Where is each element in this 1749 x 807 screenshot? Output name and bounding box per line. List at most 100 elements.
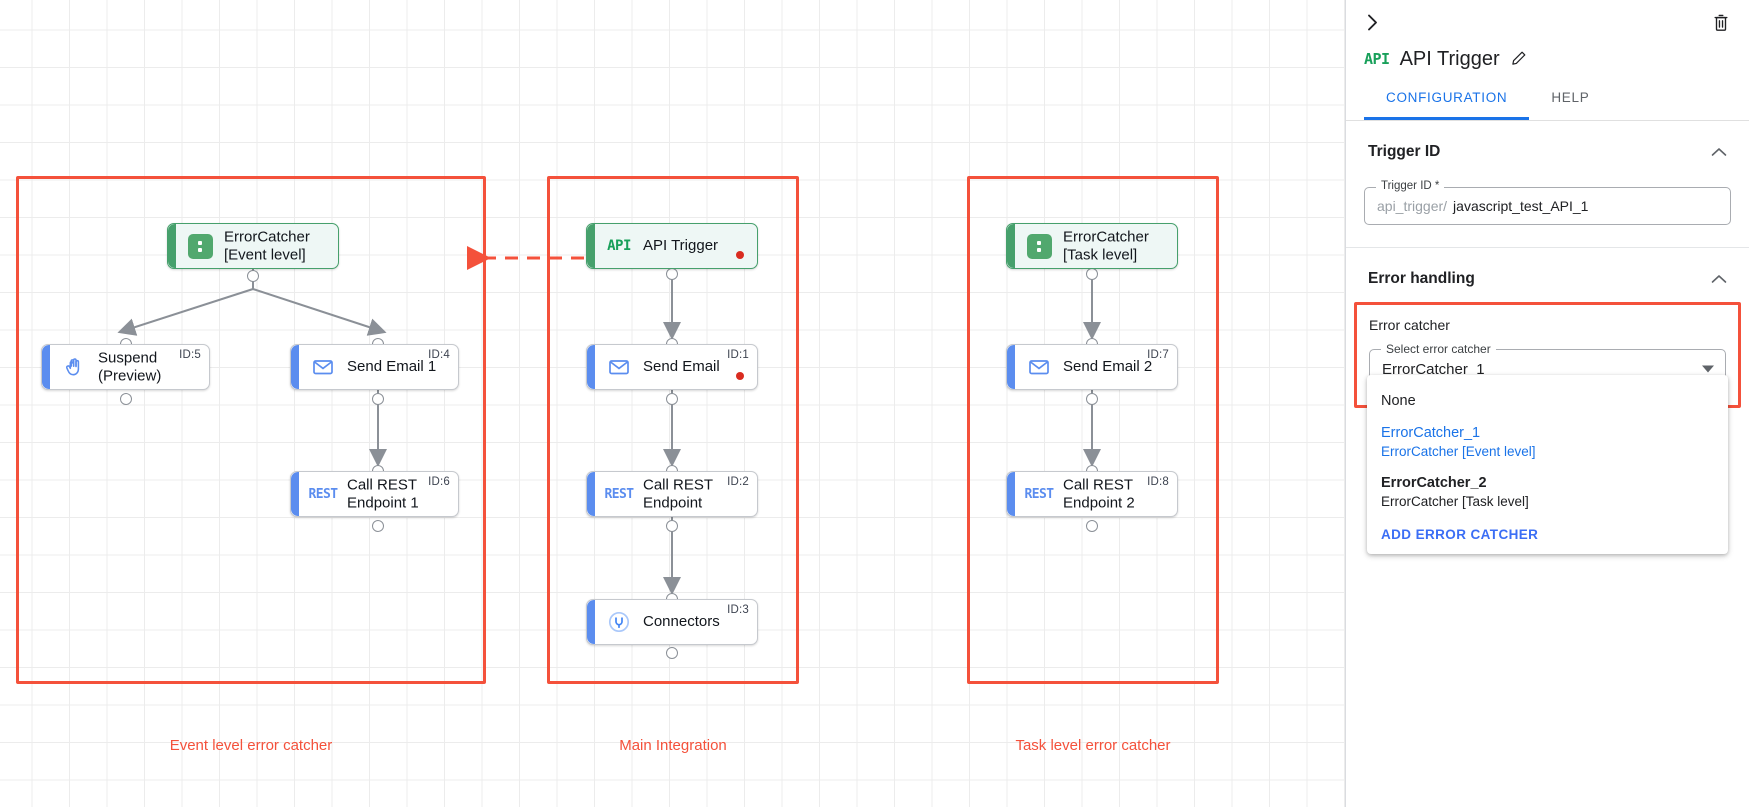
errorcatcher-icon: [187, 233, 213, 259]
page-title: API Trigger: [1399, 47, 1500, 70]
workflow-canvas[interactable]: Event level error catcher Main Integrati…: [0, 0, 1345, 807]
node-send-email-2[interactable]: Send Email 2 ID:7: [1006, 344, 1178, 390]
envelope-icon: [1026, 354, 1052, 380]
node-id-badge: ID:7: [1147, 349, 1169, 361]
add-error-catcher-button[interactable]: ADD ERROR CATCHER: [1381, 527, 1539, 542]
rest-icon: REST: [308, 486, 339, 502]
panel-toolbar: [1346, 0, 1749, 42]
node-id-badge: ID:8: [1147, 476, 1169, 488]
node-errorcatcher-task-level[interactable]: ErrorCatcher [Task level]: [1006, 223, 1178, 269]
port[interactable]: [666, 393, 678, 405]
section-trigger-id-header[interactable]: Trigger ID: [1346, 121, 1749, 161]
section-title: Trigger ID: [1368, 143, 1441, 160]
api-icon: API: [1364, 50, 1390, 68]
api-icon: API: [607, 238, 631, 254]
error-catcher-dropdown-menu: None ErrorCatcher_1 ErrorCatcher [Event …: [1367, 375, 1728, 554]
node-suspend-preview[interactable]: Suspend (Preview) ID:5: [41, 344, 210, 390]
node-label: Send Email 2: [1063, 358, 1153, 376]
menu-item-subtitle: ErrorCatcher [Task level]: [1381, 494, 1529, 509]
node-accent: [1007, 224, 1015, 268]
node-label: ErrorCatcher [Task level]: [1063, 228, 1149, 263]
group-box-main-integration: [547, 176, 799, 684]
node-label: Suspend (Preview): [98, 349, 162, 384]
trigger-id-field-wrap: Trigger ID * api_trigger/ javascript_tes…: [1364, 180, 1731, 225]
details-panel: API API Trigger CONFIGURATION HELP Trigg…: [1345, 0, 1749, 807]
node-label: ErrorCatcher [Event level]: [224, 228, 310, 263]
menu-item-subtitle: ErrorCatcher [Event level]: [1381, 444, 1536, 459]
menu-item-errorcatcher-2[interactable]: ErrorCatcher_2 ErrorCatcher [Task level]: [1367, 467, 1728, 517]
trash-icon[interactable]: [1709, 10, 1733, 34]
rest-icon: REST: [604, 486, 635, 502]
panel-tabs: CONFIGURATION HELP: [1346, 90, 1749, 121]
node-label: Call REST Endpoint 1: [347, 476, 419, 511]
group-label-main-integration: Main Integration: [619, 737, 727, 754]
node-id-badge: ID:4: [428, 349, 450, 361]
panel-title-row: API API Trigger: [1346, 42, 1749, 76]
node-label: Call REST Endpoint: [643, 476, 714, 511]
port[interactable]: [120, 393, 132, 405]
node-call-rest-endpoint[interactable]: REST Call REST Endpoint ID:2: [586, 471, 758, 517]
node-call-rest-endpoint-2[interactable]: REST Call REST Endpoint 2 ID:8: [1006, 471, 1178, 517]
node-send-email-1[interactable]: Send Email 1 ID:4: [290, 344, 459, 390]
node-label: Send Email 1: [347, 358, 437, 376]
trigger-id-prefix: api_trigger/: [1377, 198, 1448, 214]
node-id-badge: ID:1: [727, 349, 749, 361]
node-accent: [587, 472, 595, 516]
section-error-handling-header[interactable]: Error handling: [1346, 248, 1749, 288]
node-id-badge: ID:2: [727, 476, 749, 488]
trigger-id-legend: Trigger ID *: [1376, 180, 1445, 192]
hand-icon: [61, 354, 87, 380]
port[interactable]: [666, 647, 678, 659]
trigger-id-value: javascript_test_API_1: [1453, 198, 1589, 214]
node-accent: [168, 224, 176, 268]
menu-item-title: ErrorCatcher_1: [1381, 425, 1481, 441]
error-catcher-label: Error catcher: [1369, 317, 1450, 333]
rest-icon: REST: [1024, 486, 1055, 502]
error-catcher-highlight-box: Error catcher Select error catcher Error…: [1354, 302, 1741, 554]
errorcatcher-icon: [1026, 233, 1052, 259]
group-box-event-level: [16, 176, 486, 684]
node-accent: [587, 600, 595, 644]
group-box-task-level: [967, 176, 1219, 684]
tab-configuration[interactable]: CONFIGURATION: [1364, 90, 1530, 120]
envelope-icon: [606, 354, 632, 380]
menu-item-none[interactable]: None: [1367, 385, 1728, 417]
menu-item-title: None: [1381, 393, 1416, 409]
node-accent: [291, 345, 299, 389]
node-errorcatcher-event-level[interactable]: ErrorCatcher [Event level]: [167, 223, 339, 269]
node-label: Call REST Endpoint 2: [1063, 476, 1135, 511]
port[interactable]: [372, 393, 384, 405]
port[interactable]: [372, 520, 384, 532]
menu-item-title: ErrorCatcher_2: [1381, 475, 1487, 491]
group-label-event-level: Event level error catcher: [169, 737, 333, 754]
error-catcher-selected-value: ErrorCatcher_1: [1382, 360, 1485, 378]
node-accent: [587, 224, 595, 268]
chevron-up-icon[interactable]: [1711, 145, 1727, 160]
group-label-task-level: Task level error catcher: [1015, 737, 1171, 754]
node-id-badge: ID:5: [179, 349, 201, 361]
tab-help[interactable]: HELP: [1551, 90, 1590, 105]
chevron-right-icon[interactable]: [1358, 8, 1386, 36]
envelope-icon: [310, 354, 336, 380]
node-connectors[interactable]: Connectors ID:3: [586, 599, 758, 645]
status-dot: [736, 251, 744, 259]
port[interactable]: [1086, 520, 1098, 532]
node-id-badge: ID:3: [727, 604, 749, 616]
node-send-email[interactable]: Send Email ID:1: [586, 344, 758, 390]
port[interactable]: [1086, 393, 1098, 405]
chevron-up-icon[interactable]: [1711, 272, 1727, 287]
node-id-badge: ID:6: [428, 476, 450, 488]
port[interactable]: [247, 270, 259, 282]
node-accent: [1007, 345, 1015, 389]
pencil-icon[interactable]: [1510, 50, 1528, 68]
node-accent: [291, 472, 299, 516]
chevron-down-icon[interactable]: [1702, 365, 1714, 373]
status-dot: [736, 372, 744, 380]
node-call-rest-endpoint-1[interactable]: REST Call REST Endpoint 1 ID:6: [290, 471, 459, 517]
node-accent: [1007, 472, 1015, 516]
section-title: Error handling: [1368, 270, 1475, 287]
node-api-trigger[interactable]: API API Trigger: [586, 223, 758, 269]
trigger-id-input[interactable]: Trigger ID * api_trigger/ javascript_tes…: [1364, 180, 1731, 225]
port[interactable]: [666, 520, 678, 532]
menu-item-errorcatcher-1[interactable]: ErrorCatcher_1 ErrorCatcher [Event level…: [1367, 417, 1728, 467]
